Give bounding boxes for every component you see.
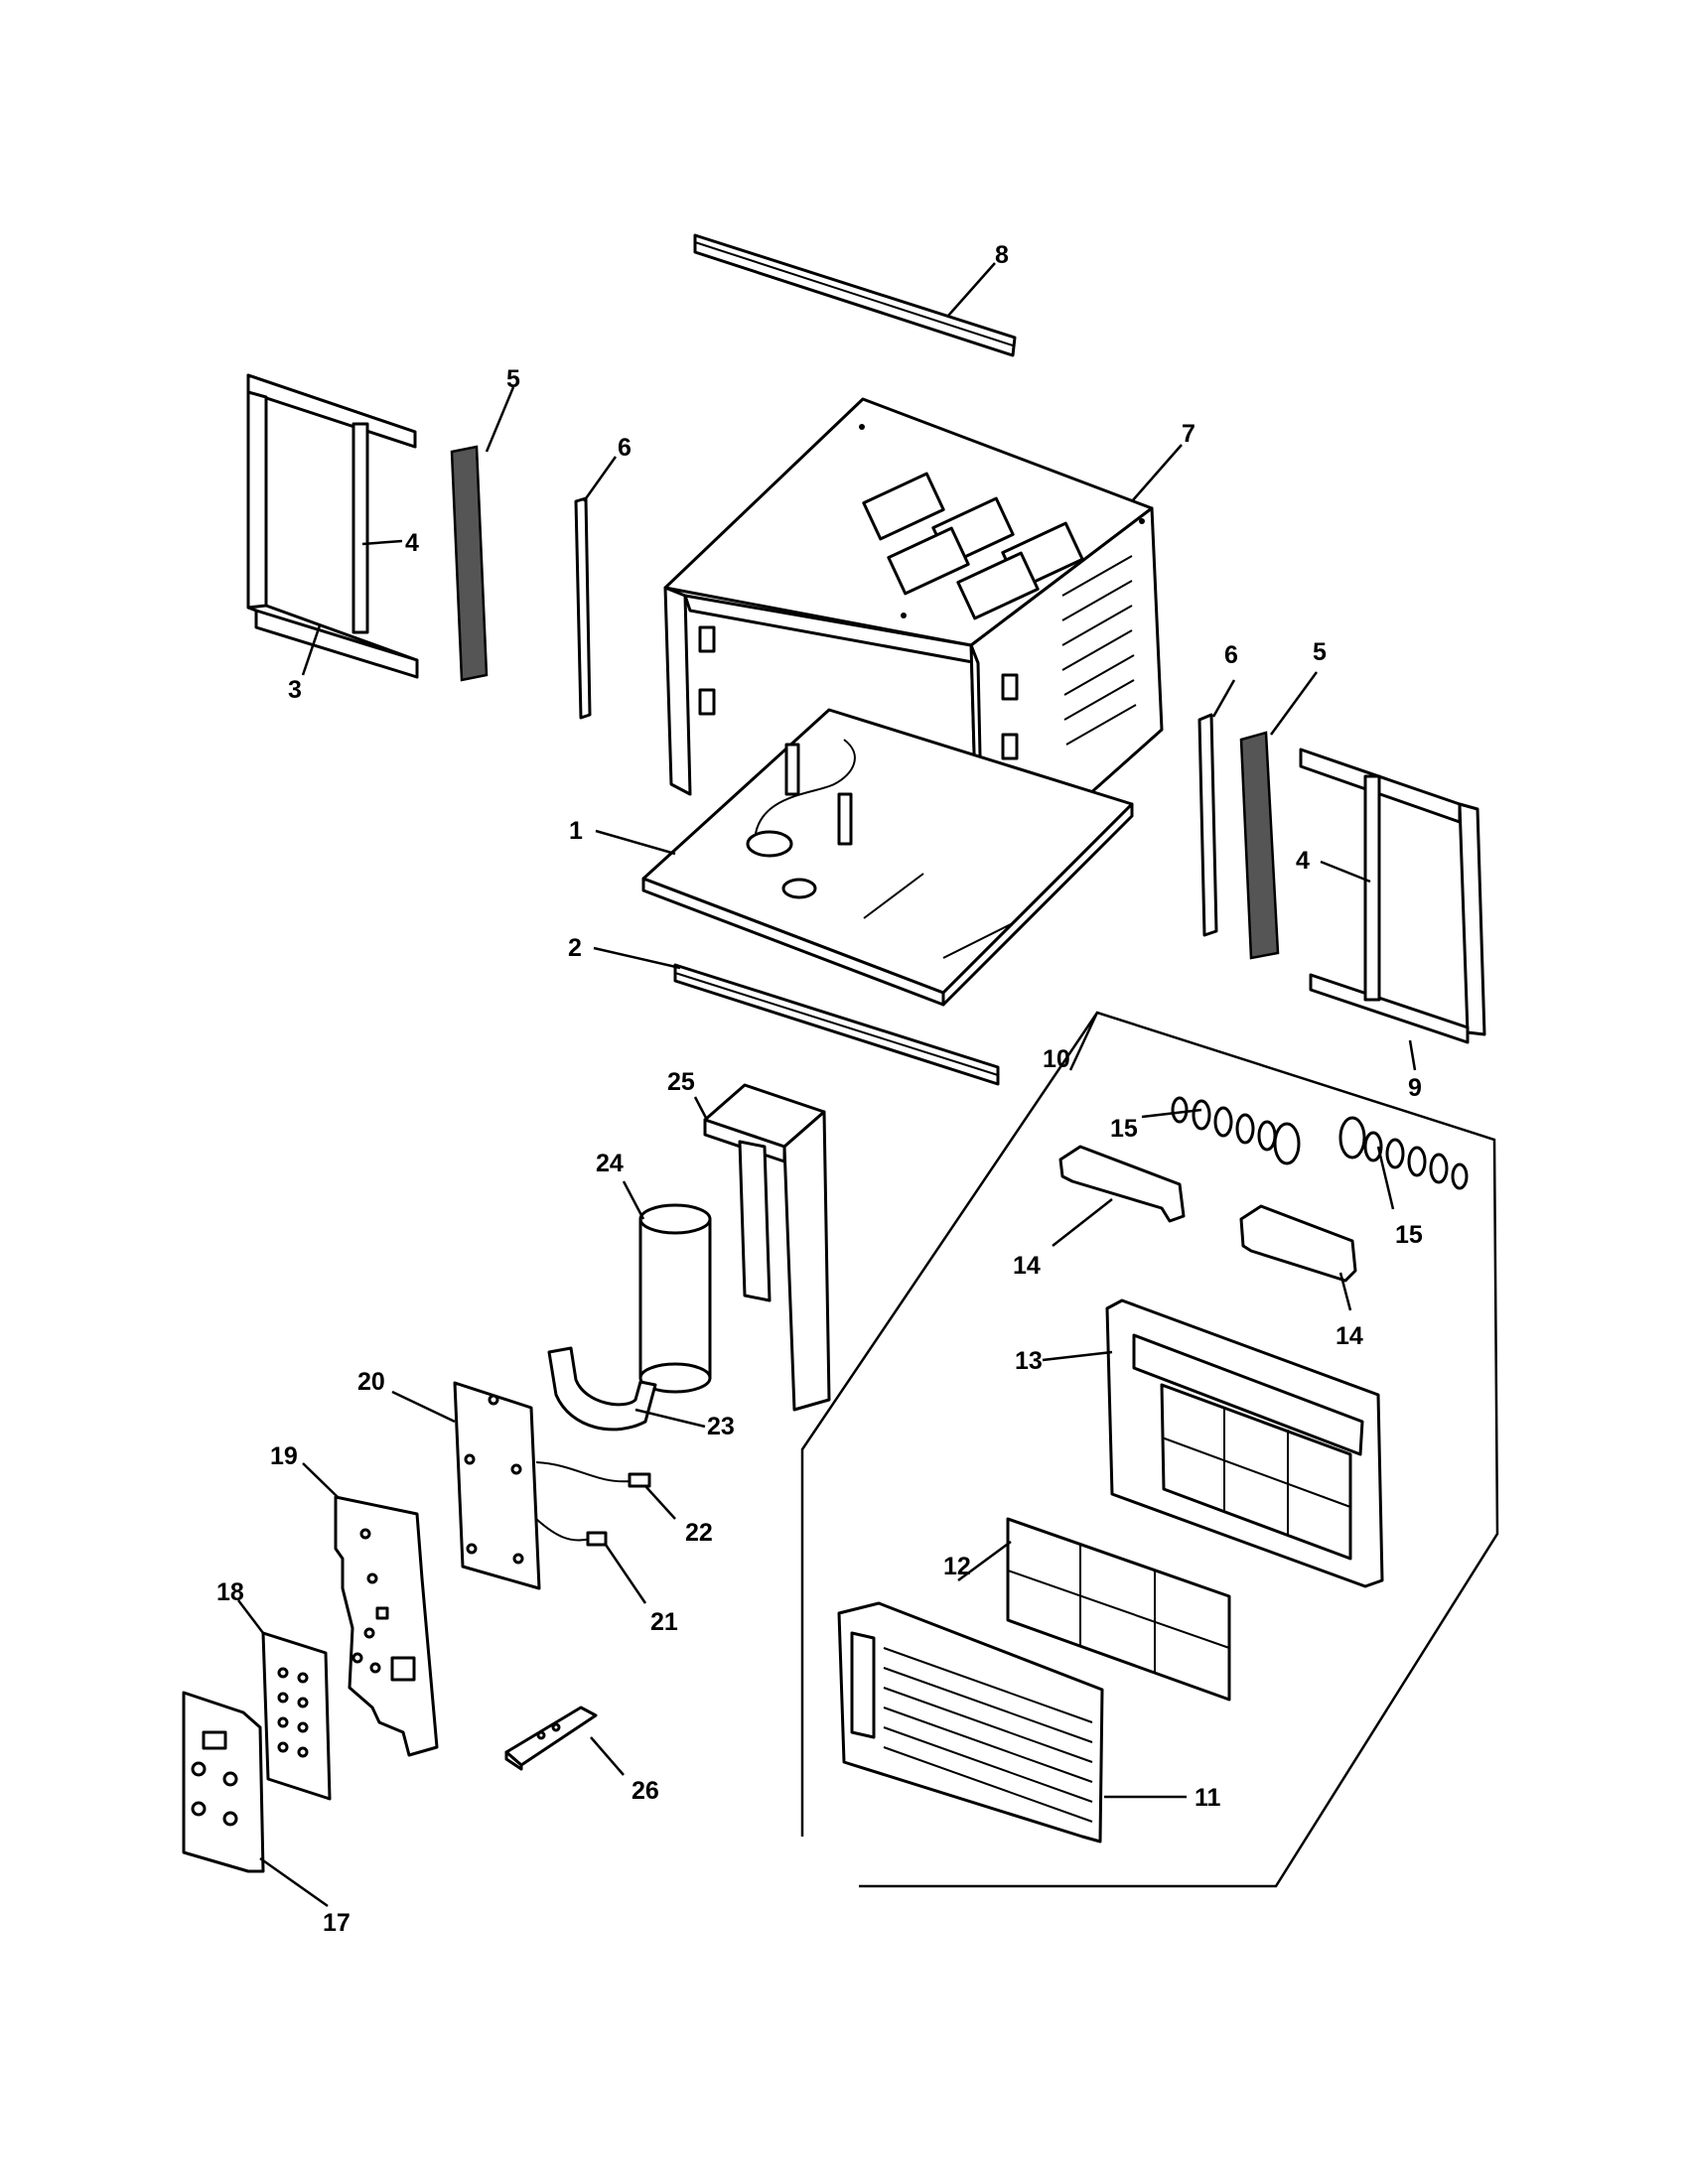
part-19-pcb (334, 1495, 439, 1757)
part-9-right-curtain-frame (1299, 748, 1486, 1044)
callout-3: 3 (288, 676, 302, 704)
cabinet-side-louvers (1061, 555, 1137, 746)
callout-21: 21 (650, 1608, 678, 1636)
callout-labels: 1 2 3 4 4 5 5 6 6 7 8 9 10 11 12 13 14 1… (216, 241, 1423, 1937)
callout-13: 13 (1015, 1347, 1043, 1375)
callout-5b: 5 (1313, 638, 1327, 666)
callout-17: 17 (323, 1909, 351, 1937)
part-21-wire-harness (535, 1518, 608, 1547)
callout-4a: 4 (405, 529, 419, 557)
leader-lines (237, 262, 1417, 1908)
part-3-left-curtain-frame (246, 373, 419, 679)
callout-23: 23 (707, 1413, 735, 1440)
callout-7: 7 (1182, 420, 1196, 448)
part-14-vane-right (1239, 1204, 1357, 1283)
callout-15b: 15 (1395, 1221, 1423, 1249)
callout-14b: 14 (1336, 1322, 1363, 1350)
part-18-keypad-membrane (261, 1631, 332, 1801)
callout-12: 12 (943, 1553, 971, 1580)
part-20-control-board-panel (453, 1381, 541, 1590)
front-cover-louvers (883, 1647, 1093, 1823)
part-11-front-cover (837, 1601, 1104, 1843)
part-26-remote-control (504, 1706, 598, 1771)
callout-14a: 14 (1013, 1252, 1041, 1280)
callout-19: 19 (270, 1442, 298, 1470)
part-12-air-filter (1006, 1517, 1231, 1702)
part-17-control-panel-cover (182, 1691, 265, 1873)
part-15-louver-right (1338, 1116, 1469, 1190)
callout-20: 20 (357, 1368, 385, 1396)
part-6-left-seal-strip (574, 496, 592, 720)
part-14-vane-left (1058, 1145, 1186, 1223)
callout-4b: 4 (1296, 847, 1310, 875)
callout-18: 18 (216, 1578, 244, 1606)
callout-15a: 15 (1110, 1115, 1138, 1143)
part-25-control-bracket (703, 1083, 831, 1412)
part-5-right-foam-seal (1239, 731, 1280, 960)
callout-24: 24 (596, 1150, 624, 1177)
callout-6a: 6 (618, 434, 632, 462)
cabinet-top-vents (862, 472, 1084, 620)
callout-1: 1 (569, 817, 583, 845)
callout-9: 9 (1408, 1074, 1422, 1102)
part-23-capacitor-strap (547, 1346, 657, 1432)
part-1-base-pan (641, 708, 1134, 1007)
callout-22: 22 (685, 1519, 713, 1547)
callout-26: 26 (632, 1777, 659, 1805)
part-2-bottom-rail (673, 963, 1000, 1086)
part-6-right-seal-strip (1197, 713, 1218, 937)
callout-2: 2 (568, 934, 582, 962)
part-8-top-rail (693, 233, 1017, 357)
callout-10: 10 (1043, 1045, 1070, 1073)
callout-5a: 5 (506, 365, 520, 393)
part-5-left-foam-seal (450, 445, 489, 682)
part-10-front-assembly-outline (800, 1011, 1499, 1888)
part-22-wire-harness (535, 1461, 651, 1488)
callout-8: 8 (995, 241, 1009, 269)
callout-25: 25 (667, 1068, 695, 1096)
part-13-front-grille-frame (1105, 1298, 1384, 1588)
callout-6b: 6 (1224, 641, 1238, 669)
part-24-capacitor (638, 1203, 712, 1394)
callout-11: 11 (1195, 1784, 1221, 1812)
part-15-louver-left (1171, 1096, 1301, 1165)
